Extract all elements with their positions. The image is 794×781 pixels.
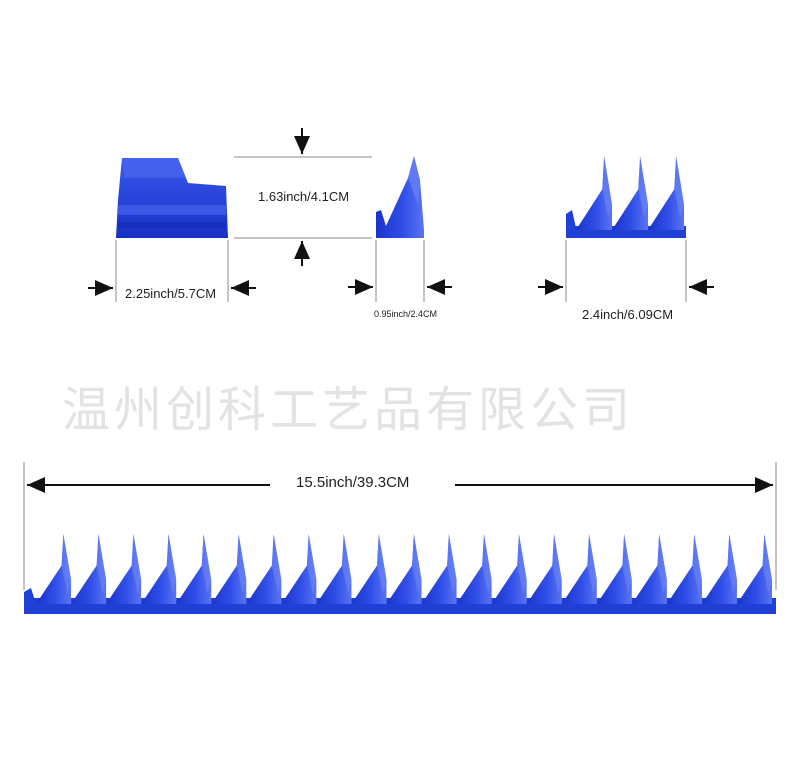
rack-tooth [351,534,387,604]
rack-tooth [561,534,597,604]
rack-tooth-highlight [271,534,282,594]
rack-tooth [246,534,282,604]
three-piece-lip [566,210,576,238]
total-length-label: 15.5inch/39.3CM [296,474,410,491]
rack-tooth [36,534,72,604]
height-label: 1.63inch/4.1CM [258,189,350,204]
rack-lip [24,588,36,614]
rack-tooth [386,534,422,604]
rack-tooth [316,534,352,604]
side-view-piece [376,156,424,238]
three-width-label: 2.4inch/6.09CM [582,307,674,322]
rack-tooth-highlight [96,534,107,594]
rack-tooth [666,534,702,604]
rack-tooth [526,534,562,604]
rack-tooth-highlight [692,534,702,594]
rack-tooth-highlight [306,534,317,594]
front-view-piece [116,158,228,238]
full-rack [24,534,776,614]
three-piece-tooth [612,156,648,230]
rack-tooth-highlight [131,534,142,594]
rack-tooth [701,534,737,604]
rack-tooth [736,534,772,604]
rack-tooth-highlight [166,534,177,594]
front-width-label: 2.25inch/5.7CM [125,286,217,301]
three-piece-tooth-highlight [638,156,648,219]
side-width-label: 0.95inch/2.4CM [374,309,438,319]
rack-tooth-highlight [341,534,352,594]
three-piece-tooth [648,156,684,230]
rack-tooth [176,534,212,604]
rack-tooth-highlight [377,534,387,594]
rack-tooth [281,534,317,604]
rack-tooth-highlight [517,534,527,594]
watermark: 温州创科工艺品有限公司 [62,382,635,438]
rack-tooth-highlight [236,534,247,594]
rack-tooth-highlight [657,534,667,594]
rack-tooth-highlight [587,534,597,594]
rack-tooth [211,534,247,604]
rack-tooth [141,534,177,604]
rack-tooth-highlight [61,534,72,594]
rack-tooth [71,534,107,604]
rack-tooth-highlight [622,534,632,594]
rack-tooth [631,534,667,604]
rack-tooth [106,534,142,604]
rack-tooth-highlight [412,534,422,594]
rack-tooth-highlight [552,534,562,594]
three-piece-tooth [576,156,612,230]
rack-tooth [421,534,457,604]
rack-tooth [491,534,527,604]
rack-tooth-highlight [447,534,457,594]
rack-tooth-highlight [762,534,772,594]
three-tooth-piece [566,156,686,238]
rack-tooth [596,534,632,604]
rack-tooth [456,534,492,604]
three-piece-tooth-highlight [602,156,612,219]
rack-tooth-highlight [727,534,737,594]
three-piece-tooth-highlight [674,156,684,219]
rack-tooth-highlight [201,534,212,594]
rack-tooth-highlight [482,534,492,594]
